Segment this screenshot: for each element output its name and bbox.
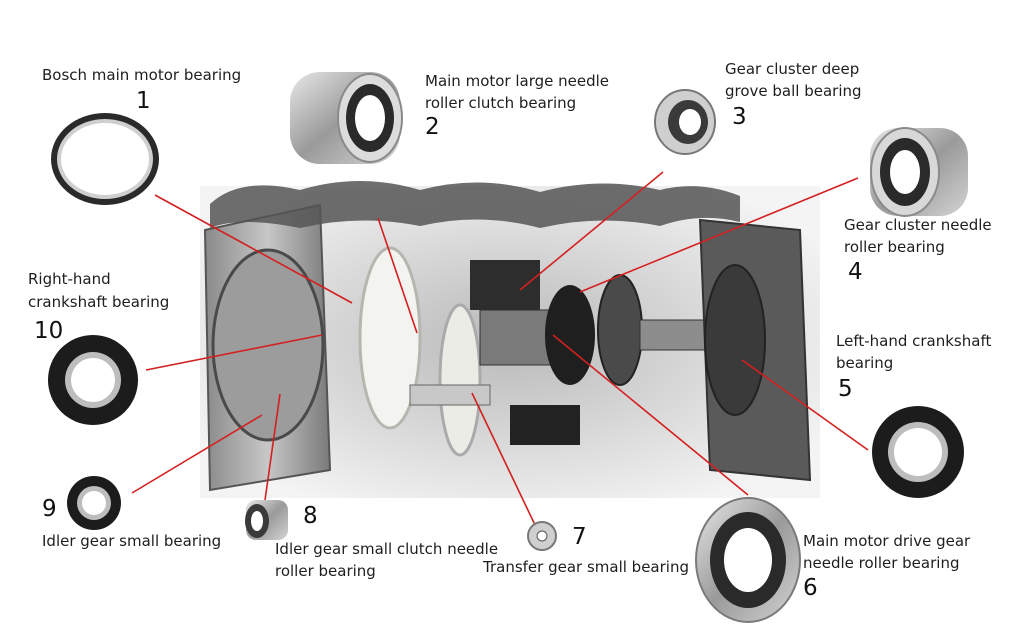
bearing-4-label-line-1: Gear cluster needle: [844, 216, 992, 234]
leader-line-7: [471, 392, 537, 528]
bearing-10-image: [48, 335, 138, 425]
leader-line-9: [131, 414, 263, 494]
leader-line-5: [741, 359, 869, 451]
bearing-9-image: [67, 476, 121, 530]
transfer-white-gear: [438, 303, 482, 457]
bearing-3-number: 3: [732, 104, 747, 130]
bearing-8-label-line-1: Idler gear small clutch needle: [275, 540, 499, 558]
bearing-2-label-line-2: roller clutch bearing: [425, 94, 577, 112]
large-white-gear: [358, 246, 422, 430]
bearing-6-image: [695, 497, 801, 623]
bearing-1-number: 1: [136, 88, 151, 114]
bearing-10-label-line-1: Right-hand: [28, 270, 111, 288]
leader-line-2: [377, 217, 418, 334]
helical-gear: [597, 274, 643, 386]
bearing-6-label-line-2: needle roller bearing: [803, 554, 960, 572]
bearing-3-label-line-1: Gear cluster deep: [725, 60, 860, 78]
bearing-9-number: 9: [42, 496, 57, 522]
bearing-3-label-line-2: grove ball bearing: [725, 82, 862, 100]
idler-shaft: [409, 384, 491, 406]
bearing-6-number: 6: [803, 575, 818, 601]
leader-line-8: [264, 393, 281, 501]
bearing-8-label-line-2: roller bearing: [275, 562, 376, 580]
bearing-5-image: [872, 406, 964, 498]
bearing-5-number: 5: [838, 376, 853, 402]
bearing-7-label: Transfer gear small bearing: [483, 558, 689, 576]
bearing-2-label-line-1: Main motor large needle: [425, 72, 610, 90]
leader-line-3: [519, 171, 664, 291]
bearing-4-image: [870, 127, 968, 217]
bearing-5-label-line-2: bearing: [836, 354, 894, 372]
bearing-6-label-line-1: Main motor drive gear: [803, 532, 971, 550]
bearing-1-label: Bosch main motor bearing: [42, 66, 242, 84]
bearing-5-label-line-1: Left-hand crankshaft: [836, 332, 992, 350]
obscuring-smudge: [210, 181, 740, 228]
leader-line-6: [552, 334, 749, 496]
leader-line-1: [154, 194, 353, 304]
bearing-2-image: [290, 72, 403, 164]
clutch-ring: [545, 285, 595, 385]
bearing-9-label: Idler gear small bearing: [42, 532, 222, 550]
bearing-10-label-line-2: crankshaft bearing: [28, 293, 170, 311]
bearing-1-image: [51, 113, 159, 205]
bearing-4-label-line-2: roller bearing: [844, 238, 945, 256]
cable-bundle: [510, 405, 580, 445]
gear-cluster: [470, 260, 540, 310]
bearing-7-image: [527, 521, 557, 551]
bearing-2-number: 2: [425, 114, 440, 140]
leader-line-10: [145, 334, 323, 371]
bearing-8-number: 8: [303, 503, 318, 529]
bearing-3-image: [654, 89, 716, 155]
bearing-8-image: [245, 500, 288, 540]
bearing-4-number: 4: [848, 259, 863, 285]
gearbox-photo: [200, 181, 820, 498]
bearing-7-number: 7: [572, 524, 587, 550]
bearing-10-number: 10: [34, 318, 64, 344]
leader-lines: [131, 171, 869, 528]
leader-line-4: [579, 177, 859, 293]
